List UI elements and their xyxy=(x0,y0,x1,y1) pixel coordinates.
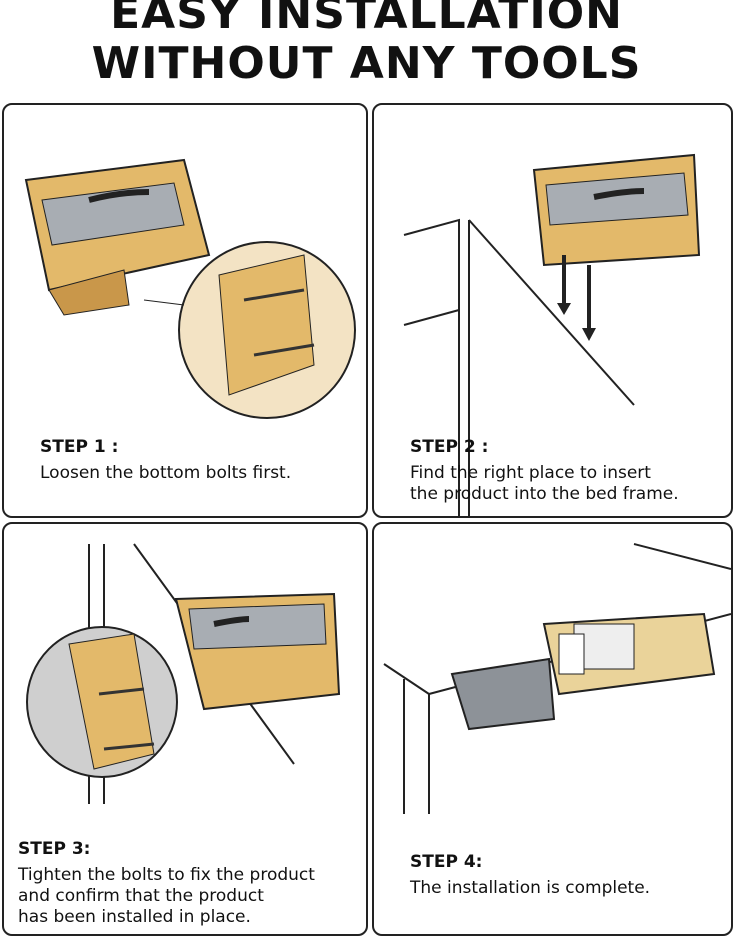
step-3-description-line-2: and confirm that the product xyxy=(18,886,264,906)
step-2-panel: STEP 2 : Find the right place to insert … xyxy=(372,103,733,518)
step-1-label: STEP 1 : xyxy=(40,437,119,457)
step-2-label: STEP 2 : xyxy=(410,437,489,457)
step-2-description-line-1: Find the right place to insert xyxy=(410,463,651,483)
title-line-1: EASY INSTALLATION xyxy=(110,0,623,39)
step-4-description: The installation is complete. xyxy=(410,878,651,898)
step-3-panel: STEP 3: Tighten the bolts to fix the pro… xyxy=(2,522,368,936)
step-1-panel: STEP 1 : Loosen the bottom bolts first. xyxy=(2,103,368,518)
step-3-description-line-3: has been installed in place. xyxy=(18,907,251,927)
step-4-illustration xyxy=(383,543,731,814)
step-4-panel: STEP 4: The installation is complete. xyxy=(372,522,733,936)
step-3-description-line-1: Tighten the bolts to fix the product xyxy=(18,865,315,885)
step-4-label: STEP 4: xyxy=(410,852,483,872)
step-2-illustration xyxy=(403,153,701,516)
step-2-description-line-2: the product into the bed frame. xyxy=(410,484,679,504)
title-line-2: WITHOUT ANY TOOLS xyxy=(91,38,642,89)
step-3-illustration xyxy=(26,543,341,804)
step-3-label: STEP 3: xyxy=(18,839,91,859)
step-1-illustration xyxy=(24,158,356,419)
step-1-description: Loosen the bottom bolts first. xyxy=(40,463,292,483)
